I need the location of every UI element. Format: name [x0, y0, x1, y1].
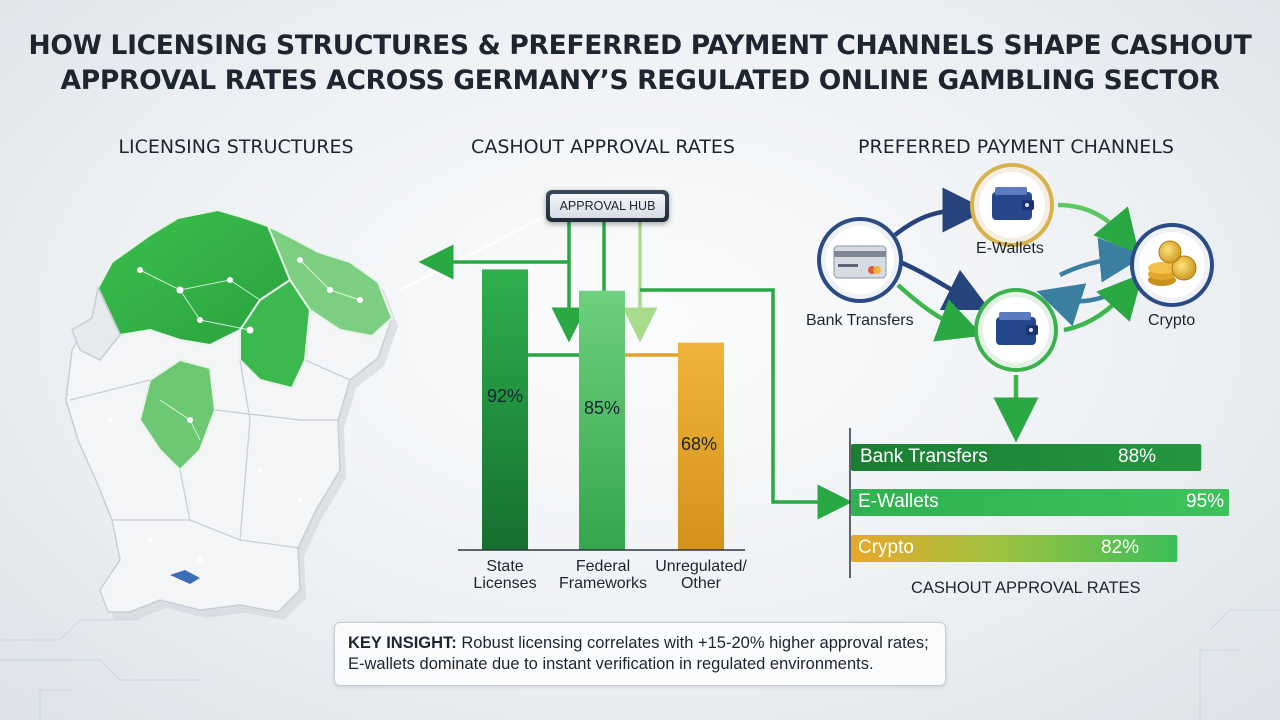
- hbar-pct-crypto: 82%: [1101, 537, 1140, 558]
- hbar-crypto: [851, 535, 1178, 562]
- bar-unregulated: [678, 342, 724, 550]
- hbar-bank-transfers: [851, 444, 1202, 471]
- payment-heading: PREFERRED PAYMENT CHANNELS: [858, 136, 1174, 158]
- ewallet-node-bottom: [974, 288, 1058, 372]
- category-unregulated: Unregulated/ Other: [655, 558, 747, 592]
- hbar-ewallets: [851, 489, 1230, 516]
- licensing-heading: LICENSING STRUCTURES: [118, 136, 354, 158]
- coins-icon: [1148, 240, 1197, 286]
- circuit-decoration: [0, 609, 1280, 720]
- wallet-icon: [992, 187, 1034, 220]
- crypto-node: [1130, 223, 1214, 307]
- crypto-label: Crypto: [1148, 312, 1196, 329]
- flow-arrows: [399, 214, 853, 520]
- credit-card-icon: [833, 245, 887, 279]
- licensing-bar-chart: [458, 269, 745, 551]
- page-title: HOW LICENSING STRUCTURES & PREFERRED PAY…: [0, 28, 1280, 98]
- ewallet-node-top: [970, 163, 1054, 247]
- insight-prefix: KEY INSIGHT:: [348, 634, 457, 652]
- hbar-pct-bank: 88%: [1118, 446, 1157, 467]
- payment-network: [817, 163, 1214, 443]
- bar-label-state: 92%: [486, 386, 524, 406]
- germany-map: [65, 208, 398, 620]
- bar-label-unregulated: 68%: [680, 434, 718, 454]
- category-federal: Federal Frameworks: [558, 558, 647, 592]
- approval-hub-label: APPROVAL HUB: [550, 194, 665, 218]
- hbar-label-ewallet: E-Wallets: [858, 491, 939, 512]
- insight-line-1: Robust licensing correlates with +15-20%…: [456, 634, 929, 652]
- hbar-label-crypto: Crypto: [858, 537, 914, 558]
- channel-bar-chart: [849, 428, 1230, 578]
- key-insight-box: KEY INSIGHT: Robust licensing correlates…: [334, 622, 946, 686]
- ewallets-label: E-Wallets: [976, 240, 1044, 257]
- hchart-axis-label: CASHOUT APPROVAL RATES: [911, 579, 1141, 597]
- category-state: State Licenses: [473, 558, 537, 592]
- bar-label-federal: 85%: [583, 398, 621, 418]
- wallet-icon: [996, 312, 1038, 345]
- hbar-pct-ewallet: 95%: [1186, 491, 1225, 512]
- bar-federal-frameworks: [579, 290, 625, 550]
- bar-state-licenses: [482, 269, 528, 550]
- hbar-label-bank: Bank Transfers: [860, 446, 988, 467]
- bank-transfer-node: [817, 217, 903, 303]
- cashout-heading: CASHOUT APPROVAL RATES: [471, 136, 735, 158]
- bank-transfers-label: Bank Transfers: [806, 312, 914, 329]
- title-line-2: APPROVAL RATES ACROSS GERMANY’S REGULATE…: [60, 65, 1220, 96]
- approval-hub: APPROVAL HUB: [546, 190, 669, 222]
- insight-line-2: E-wallets dominate due to instant verifi…: [348, 655, 874, 673]
- title-line-1: HOW LICENSING STRUCTURES & PREFERRED PAY…: [28, 30, 1252, 61]
